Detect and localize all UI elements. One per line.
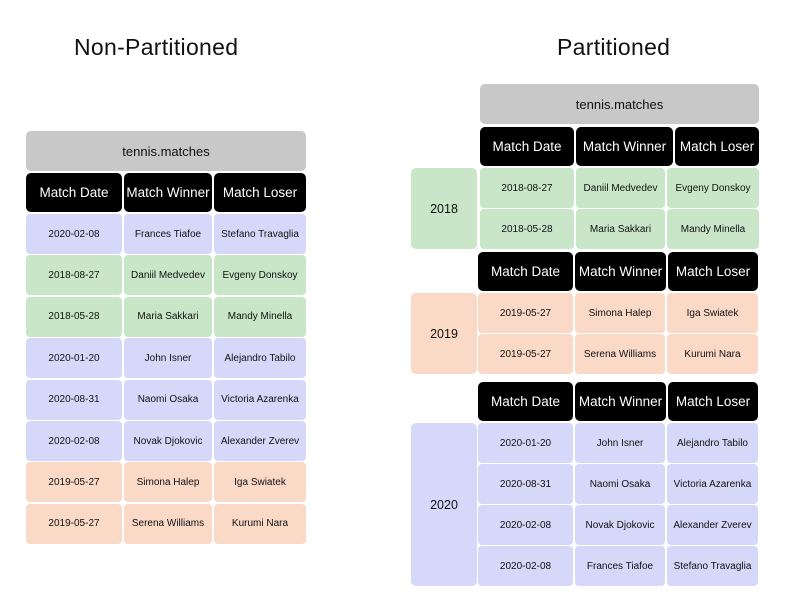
table-cell-date: 2019-05-27 — [26, 462, 122, 503]
table-cell-loser: Victoria Azarenka — [214, 379, 306, 420]
table-cell-loser: Iga Swiatek — [214, 462, 306, 503]
table-cell-date: 2019-05-27 — [478, 293, 573, 333]
table-cell-winner: John Isner — [124, 338, 212, 379]
table-cell-winner: Maria Sakkari — [124, 296, 212, 337]
header-match-date: Match Date — [26, 173, 122, 212]
table-cell-winner: Naomi Osaka — [575, 464, 665, 504]
header-match-date: Match Date — [480, 127, 574, 166]
table-cell-winner: Serena Williams — [575, 334, 665, 374]
table-cell-winner: Daniil Medvedev — [576, 168, 665, 208]
header-match-winner: Match Winner — [575, 382, 666, 421]
table-cell-winner: Daniil Medvedev — [124, 255, 212, 296]
table-cell-loser: Alexander Zverev — [667, 505, 758, 545]
table-cell-loser: Mandy Minella — [667, 209, 759, 249]
table-cell-loser: Victoria Azarenka — [667, 464, 758, 504]
table-cell-date: 2020-01-20 — [26, 338, 122, 379]
table-cell-date: 2019-05-27 — [478, 334, 573, 374]
table-cell-winner: Novak Djokovic — [124, 421, 212, 461]
table-cell-winner: Frances Tiafoe — [124, 214, 212, 254]
table-cell-date: 2020-08-31 — [26, 379, 122, 420]
table-cell-loser: Iga Swiatek — [667, 293, 758, 333]
table-cell-date: 2020-02-08 — [478, 546, 573, 586]
header-match-winner: Match Winner — [576, 127, 673, 166]
table-cell-loser: Alejandro Tabilo — [214, 338, 306, 379]
partitioned-title: Partitioned — [557, 34, 671, 60]
table-cell-winner: Maria Sakkari — [576, 209, 665, 249]
table-cell-loser: Mandy Minella — [214, 296, 306, 337]
table-cell-loser: Evgeny Donskoy — [667, 168, 759, 208]
table-cell-date: 2020-02-08 — [26, 421, 122, 461]
table-cell-date: 2020-02-08 — [478, 505, 573, 545]
table-cell-date: 2020-02-08 — [26, 214, 122, 254]
table-cell-winner: Serena Williams — [124, 503, 212, 544]
table-cell-winner: Novak Djokovic — [575, 505, 665, 545]
table-cell-date: 2020-08-31 — [478, 464, 573, 504]
table-cell-winner: Simona Halep — [575, 293, 665, 333]
table-cell-loser: Alejandro Tabilo — [667, 423, 758, 463]
partition-year-2019: 2019 — [411, 293, 477, 374]
partition-year-2018: 2018 — [411, 168, 477, 249]
table-cell-date: 2019-05-27 — [26, 503, 122, 544]
table-cell-winner: John Isner — [575, 423, 665, 463]
table-cell-winner: Simona Halep — [124, 462, 212, 503]
header-match-loser: Match Loser — [668, 382, 758, 421]
header-match-winner: Match Winner — [124, 173, 212, 212]
table-cell-date: 2018-05-28 — [480, 209, 574, 249]
header-match-loser: Match Loser — [668, 252, 758, 291]
partition-year-2020: 2020 — [411, 423, 477, 586]
table-name-label: tennis.matches — [26, 131, 306, 171]
table-cell-date: 2018-08-27 — [26, 255, 122, 296]
table-cell-date: 2018-08-27 — [480, 168, 574, 208]
table-cell-loser: Stefano Travaglia — [214, 214, 306, 254]
table-name-label: tennis.matches — [480, 84, 759, 124]
header-match-loser: Match Loser — [214, 173, 306, 212]
table-cell-loser: Alexander Zverev — [214, 421, 306, 461]
table-cell-loser: Stefano Travaglia — [667, 546, 758, 586]
table-cell-loser: Evgeny Donskoy — [214, 255, 306, 296]
table-cell-winner: Naomi Osaka — [124, 379, 212, 420]
header-match-winner: Match Winner — [575, 252, 666, 291]
table-cell-loser: Kurumi Nara — [667, 334, 758, 374]
table-cell-date: 2020-01-20 — [478, 423, 573, 463]
header-match-date: Match Date — [478, 382, 573, 421]
header-match-loser: Match Loser — [675, 127, 759, 166]
table-cell-date: 2018-05-28 — [26, 296, 122, 337]
header-match-date: Match Date — [478, 252, 573, 291]
table-cell-loser: Kurumi Nara — [214, 503, 306, 544]
non-partitioned-title: Non-Partitioned — [74, 34, 239, 60]
table-cell-winner: Frances Tiafoe — [575, 546, 665, 586]
